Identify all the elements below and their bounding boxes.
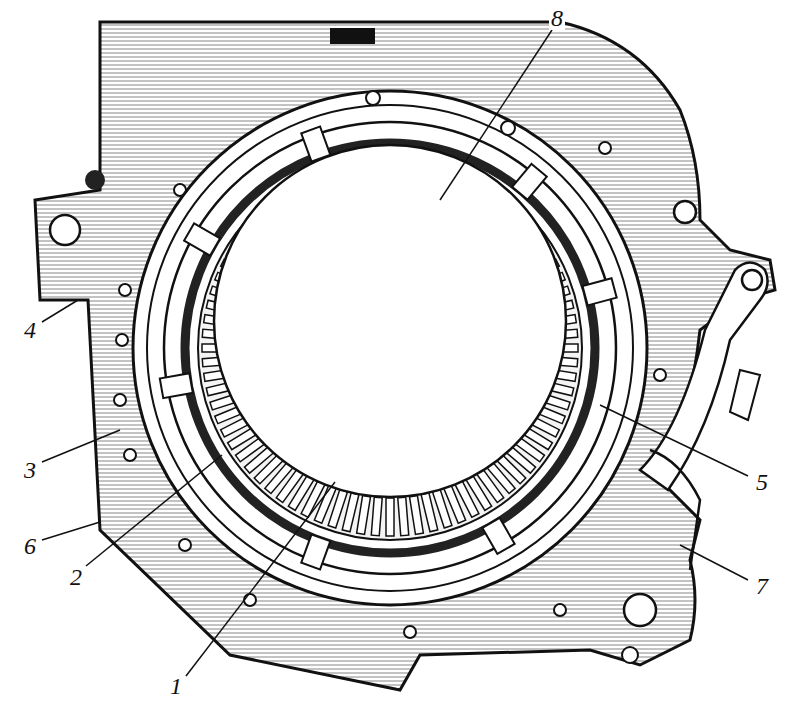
callout-number: 8 xyxy=(549,6,565,30)
central-opening xyxy=(214,145,566,497)
callout-number: 2 xyxy=(68,565,84,589)
lever xyxy=(640,263,768,491)
ring-pin xyxy=(366,91,380,105)
callout-number: 7 xyxy=(754,574,770,598)
outer-ring xyxy=(133,91,647,605)
roller xyxy=(410,496,424,535)
roller xyxy=(371,497,382,536)
cage-tab xyxy=(583,278,617,305)
cage-tab xyxy=(301,534,330,569)
bolt-hole xyxy=(674,201,696,223)
cage-tab xyxy=(482,518,514,554)
bolt-hole xyxy=(622,647,638,663)
callout-number: 1 xyxy=(168,674,184,698)
cage-tab xyxy=(184,223,220,255)
ring-pin xyxy=(501,121,515,135)
roller xyxy=(386,498,394,536)
cage-tabs xyxy=(160,127,617,570)
cage-tab xyxy=(160,373,193,398)
callout-number: 5 xyxy=(754,470,770,494)
callout-number: 6 xyxy=(22,534,38,558)
ring-edge xyxy=(147,105,633,591)
outer-race xyxy=(185,143,595,553)
cage-ring xyxy=(164,122,616,574)
roller xyxy=(421,493,438,532)
roller xyxy=(357,496,371,535)
lever-eye xyxy=(742,270,762,290)
bolt xyxy=(85,170,105,190)
top-slot xyxy=(330,28,375,44)
lug-hole xyxy=(50,215,80,245)
callout-number: 4 xyxy=(22,318,38,342)
leader-lines xyxy=(42,30,748,676)
cage-tab xyxy=(512,164,547,200)
housing xyxy=(35,22,775,690)
callout-number: 3 xyxy=(22,458,38,482)
cage-tab xyxy=(301,127,330,162)
roller xyxy=(398,497,409,536)
lever-tip xyxy=(730,370,760,420)
lug-hole xyxy=(624,594,656,626)
